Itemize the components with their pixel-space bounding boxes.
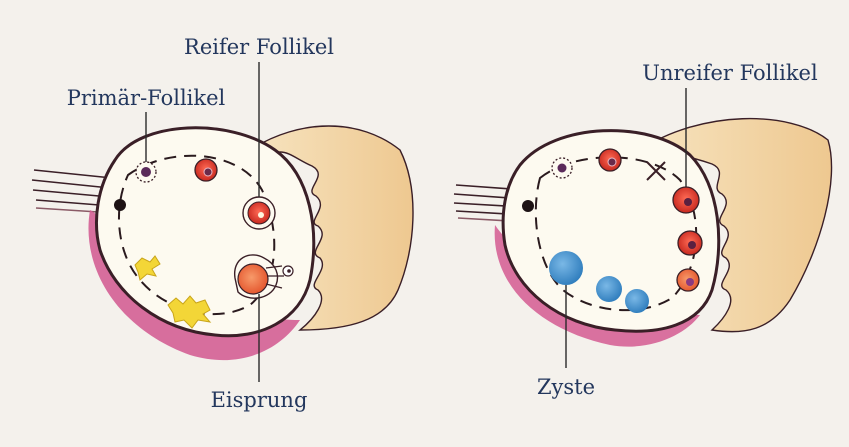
primary-follicle-label: Primär-Follikel (67, 86, 226, 110)
cyst-large (549, 251, 583, 285)
left-small-follicle (195, 159, 217, 181)
mature-follicle (243, 197, 275, 229)
cyst-label: Zyste (537, 375, 595, 399)
right-hilum-dot (522, 200, 534, 212)
cyst-medium (596, 276, 622, 302)
right-primary-follicle-icon (552, 158, 572, 178)
mature-follicle-label: Reifer Follikel (184, 35, 334, 59)
immature-follicle-1 (673, 187, 699, 213)
immature-follicle-2 (678, 231, 702, 255)
primary-follicle-icon (136, 162, 156, 182)
ovulation-label: Eisprung (211, 388, 308, 412)
immature-follicle-label: Unreifer Follikel (642, 61, 818, 85)
left-hilum-dot (114, 199, 126, 211)
cyst-small (625, 289, 649, 313)
immature-follicle-3 (677, 269, 699, 291)
right-small-follicle (599, 149, 621, 171)
